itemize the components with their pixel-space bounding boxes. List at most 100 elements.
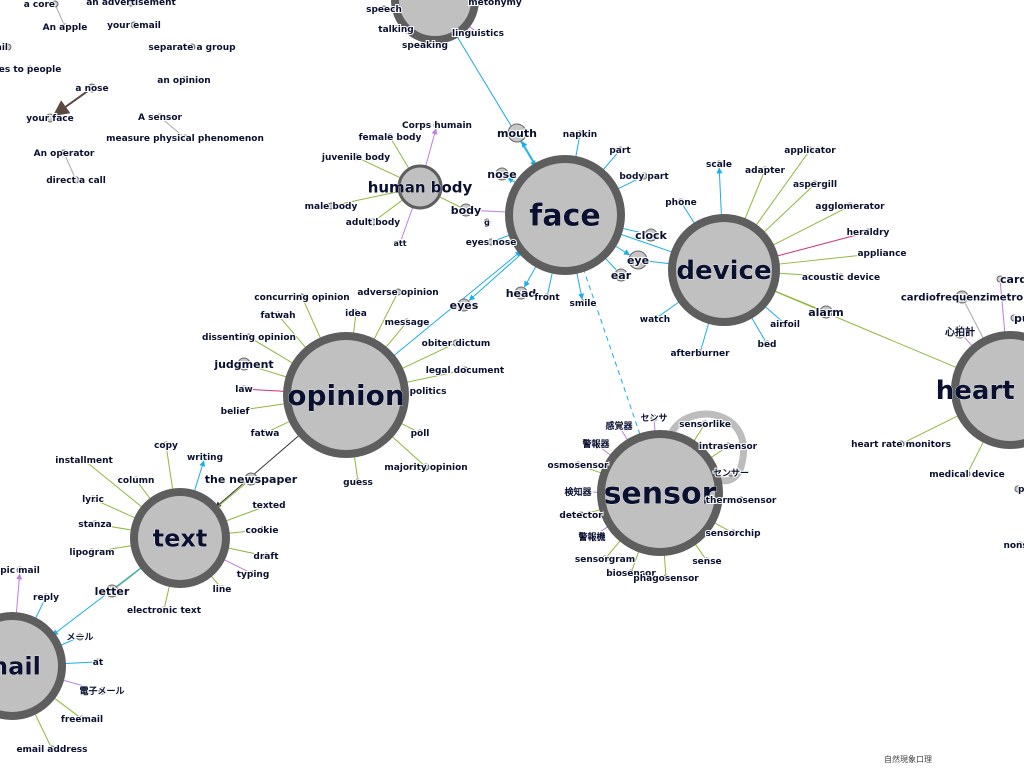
concept-node[interactable]: majority opinion [383,462,468,474]
concept-node[interactable]: aspergill [792,179,838,191]
concept-node[interactable]: alarm [807,305,845,320]
concept-node[interactable]: g [483,217,491,228]
concept-node[interactable]: idea [344,308,368,320]
concept-node[interactable]: freemail [60,714,104,726]
concept-node[interactable]: obiter dictum [421,338,492,350]
concept-node[interactable]: copy [153,440,179,452]
hub-node-heartrate[interactable]: heart rate [935,331,1024,449]
hub-node-mail[interactable]: mail [0,612,66,720]
concept-node[interactable]: your face [25,113,74,125]
concept-node[interactable]: eyes nose [465,237,518,249]
concept-node[interactable]: 検知器 [563,485,593,499]
concept-node[interactable]: mail [0,42,12,54]
concept-node[interactable]: メール [65,631,94,644]
concept-node[interactable]: ear [610,268,633,283]
concept-node[interactable]: 電子メール [78,685,125,698]
hub-node-speech[interactable] [391,0,479,44]
concept-node[interactable]: juvenile body [320,152,391,164]
concept-node[interactable]: male body [304,201,359,213]
concept-node[interactable]: an opinion [156,75,211,87]
concept-node[interactable]: law [234,384,253,396]
concept-node[interactable]: linguistics [451,28,505,40]
concept-node[interactable]: appliance [856,248,907,260]
concept-node[interactable]: politics [409,386,448,398]
concept-node[interactable]: osmosensor [547,460,611,472]
concept-node[interactable]: sensorchip [704,528,762,540]
concept-node[interactable]: speech [365,4,403,16]
concept-node[interactable]: 感覚器 [604,419,634,433]
concept-node[interactable]: metonymy [467,0,523,9]
concept-node[interactable]: センサ [639,412,668,425]
concept-node[interactable]: the newspaper [204,472,299,487]
concept-node[interactable]: An apple [42,22,89,34]
concept-node[interactable]: detector [558,510,604,522]
concept-node[interactable]: nonstr [1002,540,1024,552]
concept-node[interactable]: female body [358,132,423,144]
concept-node[interactable]: a core [23,0,59,11]
concept-node[interactable]: 心拍計 [944,325,976,340]
concept-node[interactable]: eyes [449,298,480,313]
concept-node[interactable]: sense [691,556,722,568]
concept-node[interactable]: adult body [345,217,402,229]
concept-node[interactable]: message [384,317,431,329]
concept-node[interactable]: lipogram [68,547,115,559]
concept-node[interactable]: front [533,292,561,304]
concept-node[interactable]: intrasensor [698,441,759,453]
concept-node[interactable]: watch [639,314,671,326]
concept-node[interactable]: draft [252,551,280,563]
concept-node[interactable]: installment [54,455,114,467]
concept-node[interactable]: adverse opinion [356,287,439,299]
concept-node[interactable]: body [450,203,482,218]
concept-node[interactable]: email address [15,744,88,756]
concept-node[interactable]: heraldry [846,227,891,239]
concept-node[interactable]: agglomerator [814,201,886,213]
concept-node[interactable]: mouth [496,123,538,143]
concept-node[interactable]: scale [705,159,733,171]
concept-node[interactable]: Corps humain [401,120,473,132]
concept-node[interactable]: concurring opinion [253,292,350,304]
concept-node[interactable]: at [92,657,105,669]
concept-node[interactable]: att [392,238,407,249]
concept-node[interactable]: part [608,145,632,157]
concept-node[interactable]: stanza [77,519,112,531]
concept-node[interactable]: measure physical phenomenon [105,133,265,145]
concept-node[interactable]: センサー [712,467,750,480]
concept-node[interactable]: sensorgram [574,554,636,566]
hub-node-sensor[interactable]: sensor [597,430,723,556]
concept-node[interactable]: eye [626,250,650,270]
concept-node[interactable]: line [212,584,233,596]
concept-node[interactable]: airfoil [769,319,801,331]
concept-node[interactable]: fatwah [259,310,296,322]
concept-node[interactable]: an advertisement [85,0,177,9]
concept-node[interactable]: pic mail [0,565,41,577]
concept-node[interactable]: talking [377,24,414,36]
hub-node-text[interactable]: text [130,488,230,588]
concept-node[interactable]: electronic text [126,605,203,617]
concept-node[interactable]: napkin [562,129,598,141]
concept-node[interactable]: medical device [928,469,1006,481]
concept-node[interactable]: cardiofrequenzimetro [900,290,1024,305]
concept-node[interactable]: head [505,286,538,301]
concept-node[interactable]: thermosensor [705,495,778,507]
hub-node-opinion[interactable]: opinion [283,332,409,458]
concept-node[interactable]: smile [568,298,597,310]
concept-node[interactable]: acoustic device [801,272,881,284]
concept-node[interactable]: bed [757,339,778,351]
concept-node[interactable]: typing [236,569,271,581]
concept-node[interactable]: direct a call [45,175,107,187]
concept-node[interactable]: dissenting opinion [201,332,297,344]
concept-node[interactable]: phagosensor [632,573,700,585]
concept-node[interactable]: 警報機 [577,530,606,544]
concept-node[interactable]: biosensor [605,568,657,580]
concept-node[interactable]: cardiofré [996,272,1024,287]
concept-node[interactable]: writing [186,452,224,464]
concept-node[interactable]: es to people [0,64,62,76]
concept-node[interactable]: judgment [212,357,274,372]
concept-node[interactable]: afterburner [669,348,731,360]
hub-node-humanbody[interactable]: human body [367,164,473,210]
concept-node[interactable]: separate a group [147,42,237,54]
concept-node[interactable]: phone [664,197,698,209]
concept-node[interactable]: 警報器 [581,437,611,451]
concept-node[interactable]: adapter [744,165,786,177]
concept-node[interactable]: column [117,475,156,487]
